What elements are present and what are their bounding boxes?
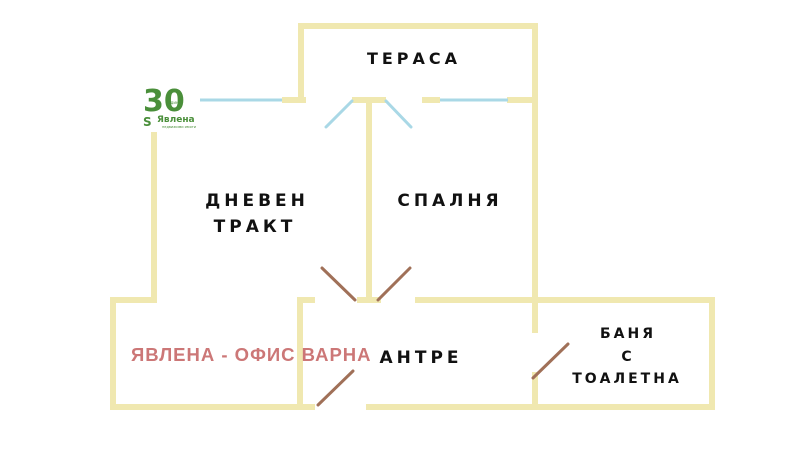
walls: [110, 23, 715, 410]
door-terrace-right: [384, 99, 413, 129]
label-terrace: ТЕРАСА: [367, 49, 461, 68]
watermark-text: ЯВЛЕНА - ОФИС ВАРНА: [131, 344, 372, 365]
label-bedroom: СПАЛНЯ: [397, 191, 502, 211]
logo-mark: S: [143, 115, 152, 129]
door-entrance: [316, 369, 355, 407]
logo-tagline: недвижими имоти: [162, 125, 196, 129]
label-living-1: ДНЕВЕН: [205, 191, 309, 211]
door-bedroom: [376, 266, 412, 302]
door-living: [320, 266, 357, 302]
label-bath-1: БАНЯ: [600, 326, 656, 342]
doors: [316, 99, 570, 407]
room-labels: ТЕРАСА ДНЕВЕН ТРАКТ СПАЛНЯ АНТРЕ БАНЯ С …: [205, 49, 682, 387]
logo-years: години: [166, 100, 182, 105]
label-bath-2: С: [621, 349, 634, 365]
label-bath-3: ТОАЛЕТНА: [572, 371, 682, 387]
company-logo: 30 години S Явлена недвижими имоти: [143, 84, 196, 129]
logo-brand: Явлена: [157, 115, 195, 125]
logo-number: 30: [143, 84, 185, 119]
door-bath: [531, 342, 570, 380]
door-terrace-left: [324, 99, 354, 129]
label-living-2: ТРАКТ: [214, 217, 297, 237]
label-hall: АНТРЕ: [379, 348, 462, 368]
